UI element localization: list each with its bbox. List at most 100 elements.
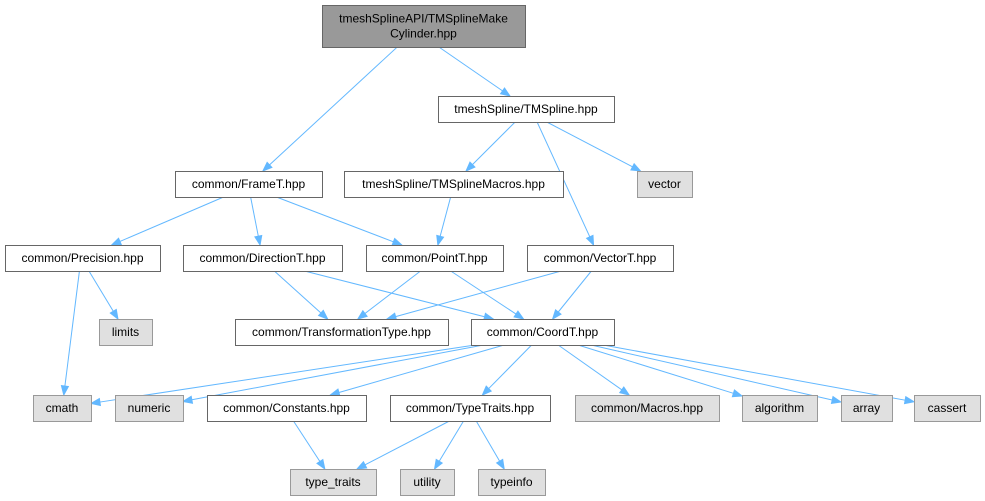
- edge-line: [269, 46, 398, 166]
- edge-layer: [60, 46, 916, 471]
- node-box: [478, 469, 546, 496]
- arrowhead-icon: [585, 234, 595, 247]
- edge-typetraitshpp-to-utility: [433, 420, 464, 471]
- node-cassert[interactable]: cassert: [914, 395, 981, 422]
- arrowhead-icon: [317, 309, 329, 320]
- edge-line: [395, 270, 562, 318]
- edge-line: [590, 344, 833, 401]
- edge-root-to-framet: [261, 46, 398, 172]
- edge-precision-to-cmath: [60, 270, 80, 397]
- node-box: [322, 5, 526, 48]
- arrowhead-icon: [356, 309, 368, 320]
- node-tmsplinemacros[interactable]: tmeshSpline/TMSplineMacros.hpp: [344, 171, 564, 198]
- node-label: tmeshSpline/TMSpline.hpp: [454, 102, 598, 116]
- node-typetraitshpp[interactable]: common/TypeTraits.hpp: [390, 395, 551, 422]
- node-label: common/PointT.hpp: [381, 251, 487, 265]
- arrowhead-icon: [495, 458, 505, 471]
- edge-directiont-to-transformationtype: [274, 270, 329, 320]
- node-directiont[interactable]: common/DirectionT.hpp: [183, 245, 343, 272]
- node-precision[interactable]: common/Precision.hpp: [5, 245, 161, 272]
- edge-vectort-to-coordt: [551, 270, 592, 321]
- node-box: [183, 245, 343, 272]
- node-macros[interactable]: common/Macros.hpp: [575, 395, 720, 422]
- edge-line: [293, 420, 321, 462]
- edge-coordt-to-cassert: [603, 344, 916, 405]
- edge-typetraitshpp-to-typeinfo: [475, 420, 505, 471]
- node-transformationtype[interactable]: common/TransformationType.hpp: [235, 319, 449, 346]
- edge-line: [274, 270, 322, 314]
- node-limits[interactable]: limits: [99, 319, 153, 346]
- edge-tmspline-to-vector: [546, 121, 642, 172]
- node-type_traits[interactable]: type_traits: [290, 469, 377, 496]
- edge-line: [488, 344, 532, 389]
- edge-coordt-to-numeric: [181, 344, 484, 404]
- edge-pointt-to-coordt: [450, 270, 525, 320]
- edge-coordt-to-algorithm: [577, 344, 744, 398]
- arrowhead-icon: [89, 397, 102, 407]
- arrowhead-icon: [316, 458, 326, 471]
- node-vectort[interactable]: common/VectorT.hpp: [527, 245, 674, 272]
- node-box: [290, 469, 377, 496]
- arrowhead-icon: [110, 237, 123, 246]
- edge-line: [475, 420, 501, 462]
- node-label: common/CoordT.hpp: [487, 325, 599, 339]
- node-label: common/Precision.hpp: [21, 251, 143, 265]
- arrowhead-icon: [60, 385, 70, 397]
- node-cmath[interactable]: cmath: [33, 395, 92, 422]
- node-label: common/FrameT.hpp: [192, 177, 306, 191]
- node-constants[interactable]: common/Constants.hpp: [207, 395, 367, 422]
- edge-line: [438, 420, 464, 462]
- node-array[interactable]: array: [841, 395, 893, 422]
- edge-coordt-to-typetraitshpp: [481, 344, 532, 396]
- node-label: common/TransformationType.hpp: [252, 325, 431, 339]
- edge-coordt-to-array: [590, 344, 843, 405]
- edge-line: [88, 270, 114, 312]
- arrowhead-icon: [618, 386, 631, 396]
- node-box: [527, 245, 674, 272]
- node-numeric[interactable]: numeric: [115, 395, 184, 422]
- edge-framet-to-precision: [110, 196, 224, 246]
- node-label: common/Constants.hpp: [223, 401, 350, 415]
- edge-line: [99, 344, 476, 403]
- node-tmspline[interactable]: tmeshSpline/TMSpline.hpp: [438, 96, 615, 123]
- node-box: [575, 395, 720, 422]
- node-box: [99, 319, 153, 346]
- node-coordt[interactable]: common/CoordT.hpp: [471, 319, 615, 346]
- edge-line: [64, 270, 80, 387]
- arrowhead-icon: [551, 308, 562, 321]
- edge-directiont-to-coordt: [304, 270, 495, 321]
- node-utility[interactable]: utility: [400, 469, 455, 496]
- node-box: [471, 319, 615, 346]
- node-label: common/DirectionT.hpp: [199, 251, 325, 265]
- node-algorithm[interactable]: algorithm: [742, 395, 818, 422]
- arrowhead-icon: [465, 161, 476, 172]
- arrowhead-icon: [903, 395, 916, 405]
- node-box: [115, 395, 184, 422]
- arrowhead-icon: [109, 308, 119, 321]
- edge-typetraitshpp-to-type_traits: [355, 420, 450, 470]
- node-typeinfo[interactable]: typeinfo: [478, 469, 546, 496]
- node-label: Cylinder.hpp: [390, 27, 457, 41]
- node-box: [33, 395, 92, 422]
- edge-coordt-to-cmath: [89, 344, 476, 407]
- edge-line: [472, 121, 516, 165]
- node-label: tmeshSpline/TMSplineMacros.hpp: [362, 177, 545, 191]
- node-box: [207, 395, 367, 422]
- edge-line: [364, 420, 450, 466]
- node-box: [841, 395, 893, 422]
- node-pointt[interactable]: common/PointT.hpp: [366, 245, 504, 272]
- node-framet[interactable]: common/FrameT.hpp: [175, 171, 323, 198]
- arrowhead-icon: [481, 385, 493, 396]
- node-label: utility: [413, 475, 440, 489]
- edge-line: [338, 344, 505, 393]
- edge-line: [546, 121, 633, 168]
- edge-root-to-tmspline: [438, 46, 512, 97]
- arrowhead-icon: [355, 460, 368, 470]
- arrowhead-icon: [328, 388, 341, 397]
- edge-tmspline-to-tmsplinemacros: [465, 121, 516, 172]
- node-vector[interactable]: vector: [637, 171, 693, 198]
- node-box: [390, 395, 551, 422]
